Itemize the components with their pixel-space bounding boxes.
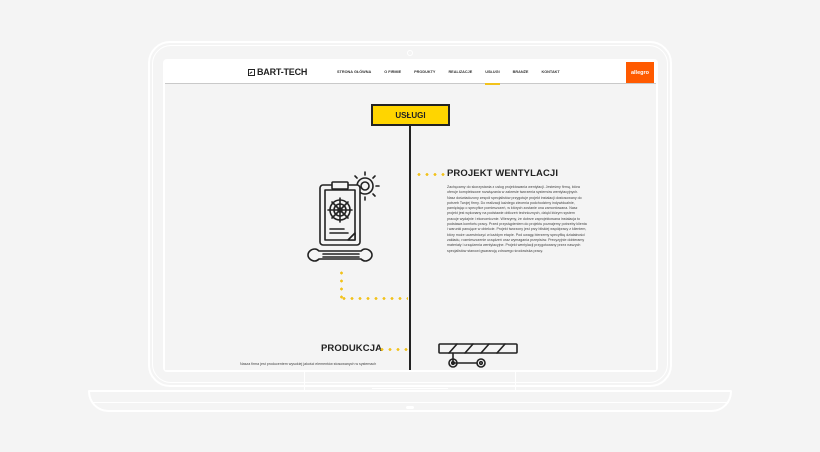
- ventilation-project-icon: [307, 171, 380, 262]
- allegro-button[interactable]: allegro: [626, 62, 654, 83]
- connector-dots-horizontal: [340, 297, 408, 300]
- nav-item-produkty[interactable]: PRODUKTY: [414, 70, 436, 74]
- section-badge: USŁUGI: [371, 104, 450, 126]
- timeline-line: [409, 121, 411, 370]
- item-title-projekt-wentylacji: PROJEKT WENTYLACJI: [447, 168, 559, 179]
- item-text-projekt-wentylacji: Zachęcamy do skorzystania z usług projek…: [447, 185, 587, 253]
- laptop-screen-bezel: [163, 59, 658, 372]
- logo[interactable]: BART-TECH: [248, 67, 307, 77]
- connector-dots: [415, 173, 445, 176]
- nav-item-uslugi[interactable]: USŁUGI: [485, 61, 501, 85]
- laptop-hinge-notch: [304, 371, 516, 391]
- laptop-lid-inner-outline: [152, 45, 668, 383]
- laptop-lid-outline: [148, 41, 672, 387]
- laptop-trackpad-notch: [406, 406, 414, 409]
- item-text-produkcja: Nasza firma jest producentem wysokiej ja…: [240, 362, 377, 366]
- laptop-hinge: [372, 388, 448, 389]
- connector-dots: [378, 348, 408, 351]
- nav-item-kontakt[interactable]: KONTAKT: [541, 70, 560, 74]
- nav-item-strona-glowna[interactable]: STRONA GŁÓWNA: [337, 70, 372, 74]
- site-header: BART-TECH STRONA GŁÓWNA O FIRMIE PRODUKT…: [165, 61, 656, 85]
- connector-dots-vertical: [340, 269, 343, 299]
- nav-item-realizacje[interactable]: REALIZACJE: [448, 70, 473, 74]
- nav-item-o-firmie[interactable]: O FIRMIE: [384, 70, 402, 74]
- laptop-camera-icon: [407, 50, 413, 56]
- conveyor-production-icon: [438, 343, 518, 368]
- website-viewport: BART-TECH STRONA GŁÓWNA O FIRMIE PRODUKT…: [165, 61, 656, 370]
- nav-item-branze[interactable]: BRANŻE: [512, 70, 529, 74]
- logo-mark-icon: [248, 68, 255, 76]
- main-nav: STRONA GŁÓWNA O FIRMIE PRODUKTY REALIZAC…: [337, 61, 560, 85]
- logo-text: BART-TECH: [257, 67, 308, 77]
- laptop-base-line: [92, 402, 728, 403]
- item-title-produkcja: PRODUKCJA: [321, 343, 383, 354]
